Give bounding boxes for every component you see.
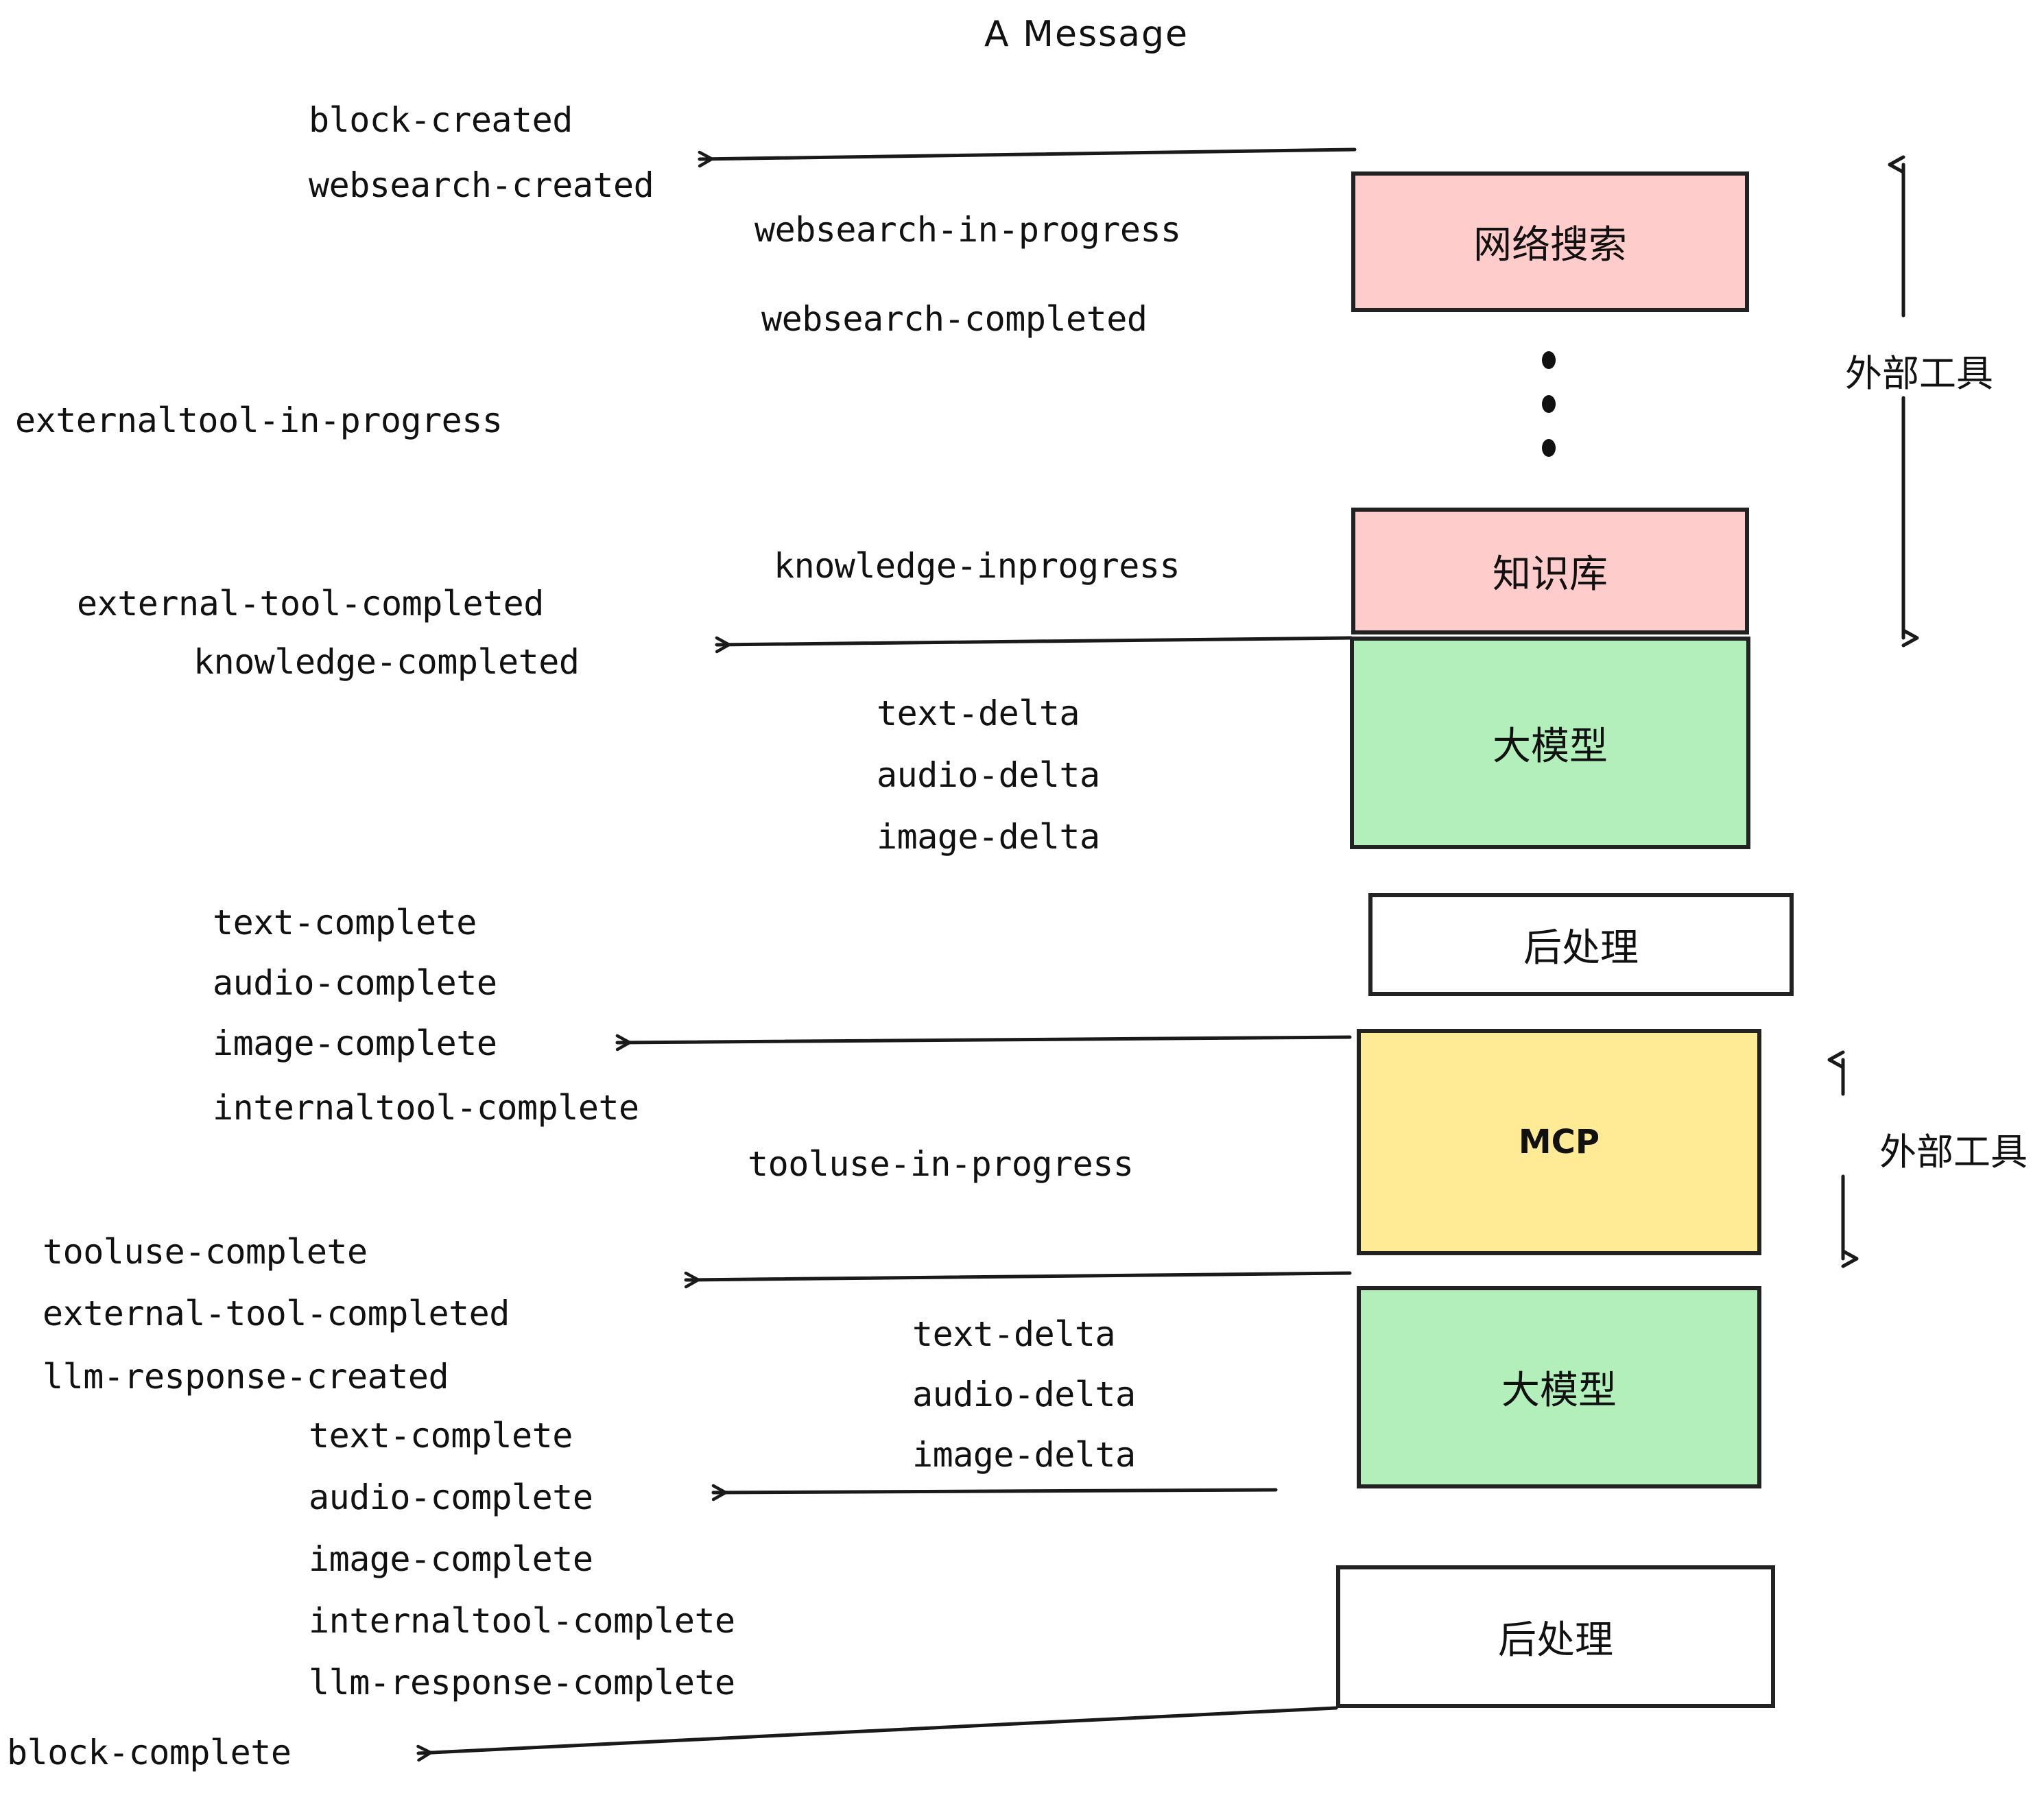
event-label-websearch-created: websearch-created [309,165,654,205]
event-label-external-tool-completed-2: external-tool-completed [43,1294,510,1333]
flow-arrow-group [416,147,1357,1762]
event-label-image-delta-2: image-delta [912,1435,1136,1475]
event-label-text-delta-2: text-delta [912,1314,1116,1354]
event-label-image-complete-1: image-complete [213,1023,497,1063]
node-box-knowledge: 知识库 [1351,508,1749,634]
event-label-text-complete-1: text-complete [213,903,477,942]
event-label-text-delta-1: text-delta [877,693,1080,733]
event-label-image-complete-2: image-complete [309,1539,593,1579]
event-label-block-complete: block-complete [7,1733,292,1772]
event-label-text-complete-2: text-complete [309,1416,573,1456]
event-label-externaltool-in-progress: externaltool-in-progress [15,401,503,440]
event-label-audio-complete-1: audio-complete [213,963,497,1003]
event-label-audio-complete-2: audio-complete [309,1477,593,1517]
event-label-tooluse-complete: tooluse-complete [43,1232,368,1272]
arrow-image-complete [615,1034,1352,1052]
arrow-block-complete [416,1706,1338,1762]
node-box-mcp: MCP [1357,1029,1761,1255]
event-label-websearch-completed: websearch-completed [761,299,1148,339]
event-label-audio-delta-2: audio-delta [912,1375,1136,1414]
arrow-tooluse-complete [684,1271,1352,1289]
event-label-image-delta-1: image-delta [877,817,1100,857]
event-label-internaltool-complete-2: internaltool-complete [309,1601,735,1641]
page-title: A Message [984,14,1189,55]
external-tools-top-label: 外部工具 [1845,352,1993,395]
event-label-internaltool-complete-1: internaltool-complete [213,1088,639,1128]
node-box-websearch: 网络搜索 [1351,171,1749,312]
ellipsis-dot-1 [1542,351,1556,369]
side-arrow-group [1827,155,1919,1268]
event-label-llm-response-complete: llm-response-complete [309,1663,735,1702]
event-label-knowledge-completed: knowledge-completed [193,642,580,682]
event-label-tooluse-in-progress: tooluse-in-progress [748,1144,1134,1184]
external-tools-bottom-label: 外部工具 [1879,1130,2028,1174]
event-label-external-tool-completed-1: external-tool-completed [77,584,544,624]
node-box-llm-2: 大模型 [1357,1286,1761,1488]
event-label-websearch-in-progress: websearch-in-progress [754,210,1181,250]
ellipsis-dot-2 [1542,395,1556,413]
arrow-block-created [698,147,1357,168]
arrow-knowledge-completed [715,636,1353,654]
event-label-audio-delta-1: audio-delta [877,755,1100,795]
arrow-audio-complete [711,1484,1278,1502]
event-label-block-created: block-created [309,100,573,140]
event-label-knowledge-inprogress: knowledge-inprogress [774,546,1180,586]
node-box-postprocess-2: 后处理 [1336,1565,1775,1708]
node-box-postprocess-1: 后处理 [1368,893,1794,996]
ellipsis-dot-3 [1542,439,1556,457]
event-label-llm-response-created: llm-response-created [43,1357,449,1397]
node-box-llm-1: 大模型 [1350,637,1750,849]
